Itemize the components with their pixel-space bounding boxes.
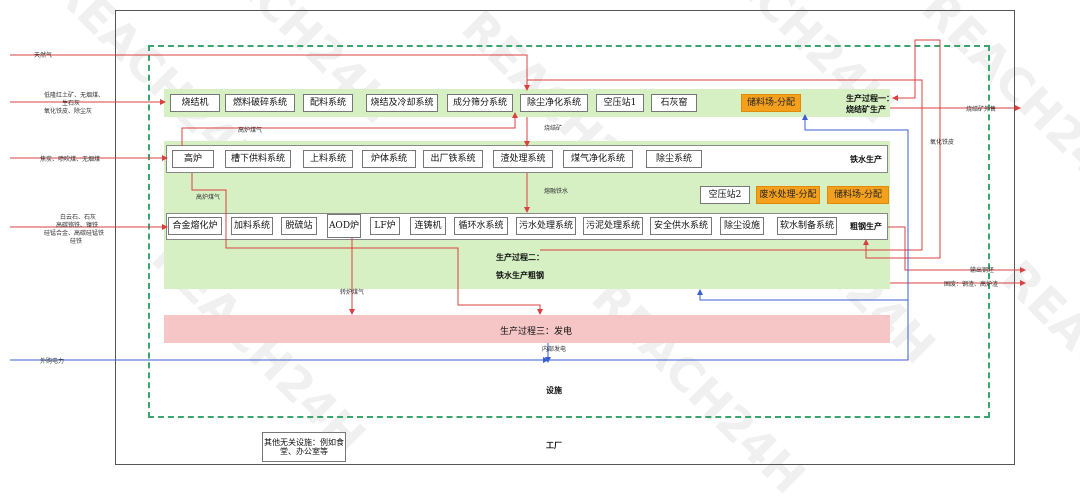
wastewater-dist: 废水处理-分配: [756, 186, 820, 204]
sinter-unit: 配料系统: [303, 94, 353, 112]
steel-slab-label: 输出钢坯: [970, 267, 995, 274]
steel-unit: 合金熔化炉: [168, 217, 222, 235]
steel-input-label: 硅锰合金、高碳硅锰铁: [44, 230, 105, 237]
sinter-unit: 成分筛分系统: [447, 94, 513, 112]
iron-unit: 高炉: [172, 150, 214, 168]
sinter-unit: 空压站1: [596, 94, 644, 112]
iron-oxide-label: 氧化铁皮: [930, 139, 955, 146]
iron-unit: 除尘系统: [646, 150, 702, 168]
steel-input-label: 硅铁: [70, 238, 83, 245]
steel-input-label: 高碳铬铁、镍铁: [56, 222, 99, 229]
other-facility-box: 其他无关设施：例如食堂、办公室等: [262, 432, 346, 462]
sinter-unit: 烧结机: [170, 94, 220, 112]
facility-frame: [148, 45, 990, 418]
iron-unit: 煤气净化系统: [563, 150, 633, 168]
sinter-unit: 石灰窑: [651, 94, 697, 112]
steel-unit: 循环水系统: [454, 217, 508, 235]
sinter-unit: 燃料破碎系统: [225, 94, 295, 112]
internal-power-label: 内部发电: [542, 346, 567, 353]
bf-gas-label: 高炉煤气: [238, 127, 263, 134]
steel-unit: 污水处理系统: [516, 217, 576, 235]
iron-unit: 出厂铁系统: [423, 150, 483, 168]
steel-unit: 连铸机: [410, 217, 446, 235]
solid-waste-label: 固废：钢渣、高炉渣: [944, 281, 999, 288]
iron-label: 铁水生产: [850, 154, 882, 164]
sinter-unit: 除尘净化系统: [520, 94, 588, 112]
facility-label: 设施: [546, 385, 562, 395]
power-label: 生产过程三：发电: [500, 327, 573, 337]
iron-unit: 渣处理系统: [493, 150, 553, 168]
iron-unit: 槽下供料系统: [225, 150, 291, 168]
iron-unit: 炉体系统: [362, 150, 416, 168]
factory-label: 工厂: [546, 440, 562, 450]
process-two-subtitle: 铁水生产粗钢: [496, 270, 544, 280]
sinter-input-label: 氧化铁皮、除尘灰: [44, 108, 93, 115]
flow-lines: [10, 39, 1026, 363]
process-two-label: 生产过程二：: [496, 252, 544, 262]
sinter-export-label: 烧结矿外售: [966, 106, 997, 113]
sinter-storage: 储料场-分配: [741, 94, 801, 112]
steel-unit: 污泥处理系统: [583, 217, 643, 235]
process-one-subtitle: 烧结矿生产: [846, 104, 886, 114]
steel-unit: 除尘设施: [720, 217, 764, 235]
steel-unit: 脱硫站: [281, 217, 317, 235]
steel-unit: 加料系统: [231, 217, 273, 235]
steel-label: 粗钢生产: [850, 221, 882, 231]
factory-frame: [115, 10, 1015, 465]
steel-unit: AOD炉: [327, 214, 361, 238]
steel-unit: 安全供水系统: [650, 217, 712, 235]
steel-unit: LF炉: [370, 217, 400, 235]
steel-input-label: 白云石、石灰: [60, 214, 97, 221]
sinter-ore-label: 烧结矿: [544, 125, 563, 132]
molten-iron-label: 熔融铁水: [544, 188, 569, 195]
iron-storage: 储料场-分配: [827, 186, 889, 204]
steel-unit: 软水制备系统: [777, 217, 837, 235]
external-power-label: 外购电力: [40, 358, 65, 365]
coke-label: 焦炭、喷吹煤、无烟煤: [40, 156, 101, 163]
natural-gas-label: 天然气: [34, 52, 53, 59]
converter-gas-label: 转炉煤气: [340, 289, 365, 296]
sinter-unit: 烧结及冷却系统: [366, 94, 438, 112]
iron-unit: 上料系统: [303, 150, 353, 168]
power-band: [164, 315, 890, 343]
bf-gas-label: 高炉煤气: [196, 194, 221, 201]
sinter-input-label: 生石灰: [62, 100, 81, 107]
sinter-input-label: 低隆红土矿、无烟煤、: [44, 92, 105, 99]
process-one-label: 生产过程一：: [846, 93, 894, 103]
air-station-2: 空压站2: [700, 186, 750, 204]
